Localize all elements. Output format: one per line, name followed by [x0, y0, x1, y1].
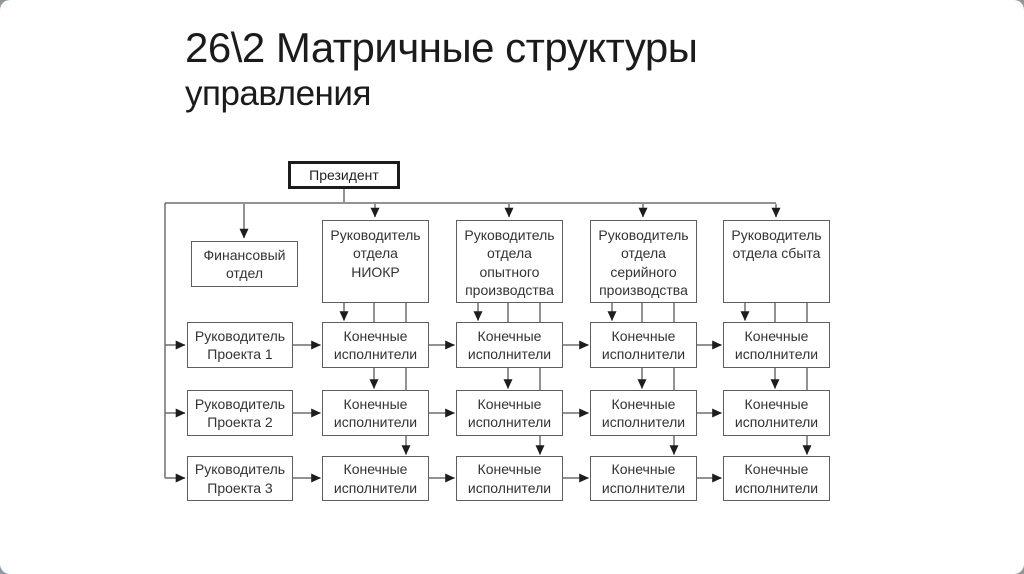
bus-drop-arrows — [239, 204, 781, 239]
slide-title-line2: управления — [185, 74, 371, 114]
box-finance-dept: Финансовый отдел — [191, 241, 298, 287]
box-executors-r1c1: Конечные исполнители — [322, 322, 429, 368]
box-dept-pilot-production: Руководитель отдела опытного производств… — [456, 220, 563, 303]
box-executors-r3c2: Конечные исполнители — [456, 456, 563, 501]
row-flow-arrows — [293, 340, 722, 483]
box-executors-r2c2: Конечные исполнители — [456, 390, 563, 436]
box-executors-r3c4: Конечные исполнители — [723, 456, 830, 501]
box-project-manager-3: Руководитель Проекта 3 — [187, 456, 293, 501]
box-president: Президент — [288, 161, 400, 189]
box-dept-serial-production: Руководитель отдела серийного производст… — [590, 220, 697, 303]
rail-project-arrows — [165, 340, 186, 483]
box-executors-r2c3: Конечные исполнители — [590, 390, 697, 436]
slide-title-line1: 26\2 Матричные структуры — [185, 24, 698, 71]
box-executors-r2c4: Конечные исполнители — [723, 390, 830, 436]
box-dept-sales: Руководитель отдела сбыта — [723, 220, 830, 303]
box-executors-r1c3: Конечные исполнители — [590, 322, 697, 368]
box-dept-niokr: Руководитель отдела НИОКР — [322, 220, 429, 303]
box-project-manager-1: Руководитель Проекта 1 — [187, 322, 293, 368]
box-executors-r3c3: Конечные исполнители — [590, 456, 697, 501]
box-executors-r1c2: Конечные исполнители — [456, 322, 563, 368]
box-project-manager-2: Руководитель Проекта 2 — [187, 390, 293, 436]
box-executors-r1c4: Конечные исполнители — [723, 322, 830, 368]
box-executors-r3c1: Конечные исполнители — [322, 456, 429, 501]
bus-and-rail-lines — [164, 189, 776, 478]
slide-title: 26\2 Матричные структуры управления — [185, 24, 698, 114]
box-executors-r2c1: Конечные исполнители — [322, 390, 429, 436]
